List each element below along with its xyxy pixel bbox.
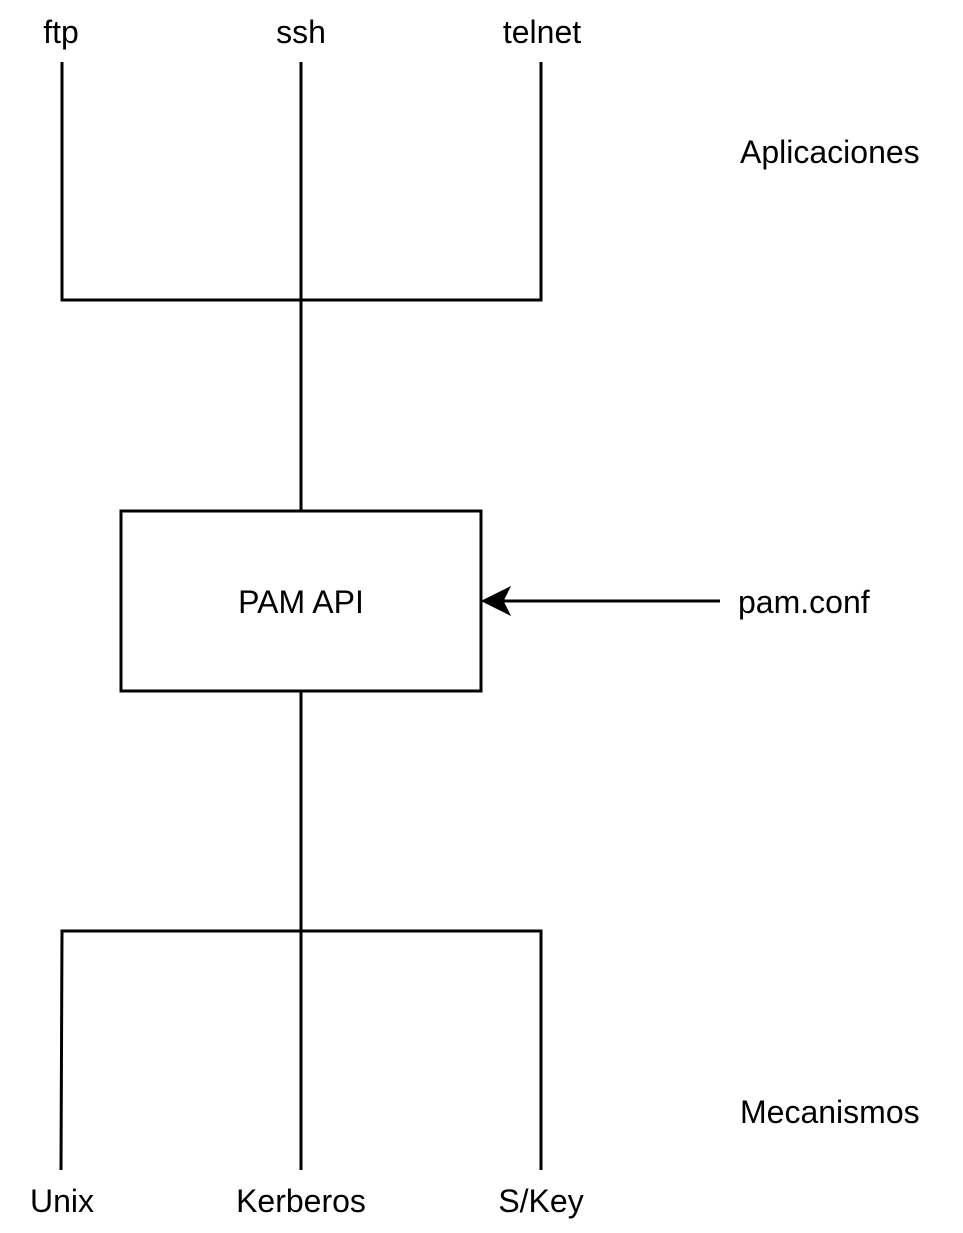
applications-layer-label: Aplicaciones: [740, 134, 920, 170]
pam-conf-label: pam.conf: [738, 584, 870, 620]
pam-api-box: [119, 509, 483, 693]
pam-api-label: PAM API: [238, 584, 364, 620]
mechanism-label-unix: Unix: [29, 1183, 95, 1219]
app-label-ssh: ssh: [276, 14, 326, 50]
mechanisms-layer-label: Mecanismos: [740, 1094, 920, 1130]
app-label-ftp: ftp: [43, 14, 79, 50]
mechanism-label-skey: S/Key: [498, 1183, 584, 1219]
unix-connector: [59, 930, 64, 1171]
mechanism-label-kerberos: Kerberos: [236, 1183, 366, 1219]
app-label-telnet: telnet: [502, 14, 582, 50]
pam-conf-arrowhead: [480, 585, 512, 617]
